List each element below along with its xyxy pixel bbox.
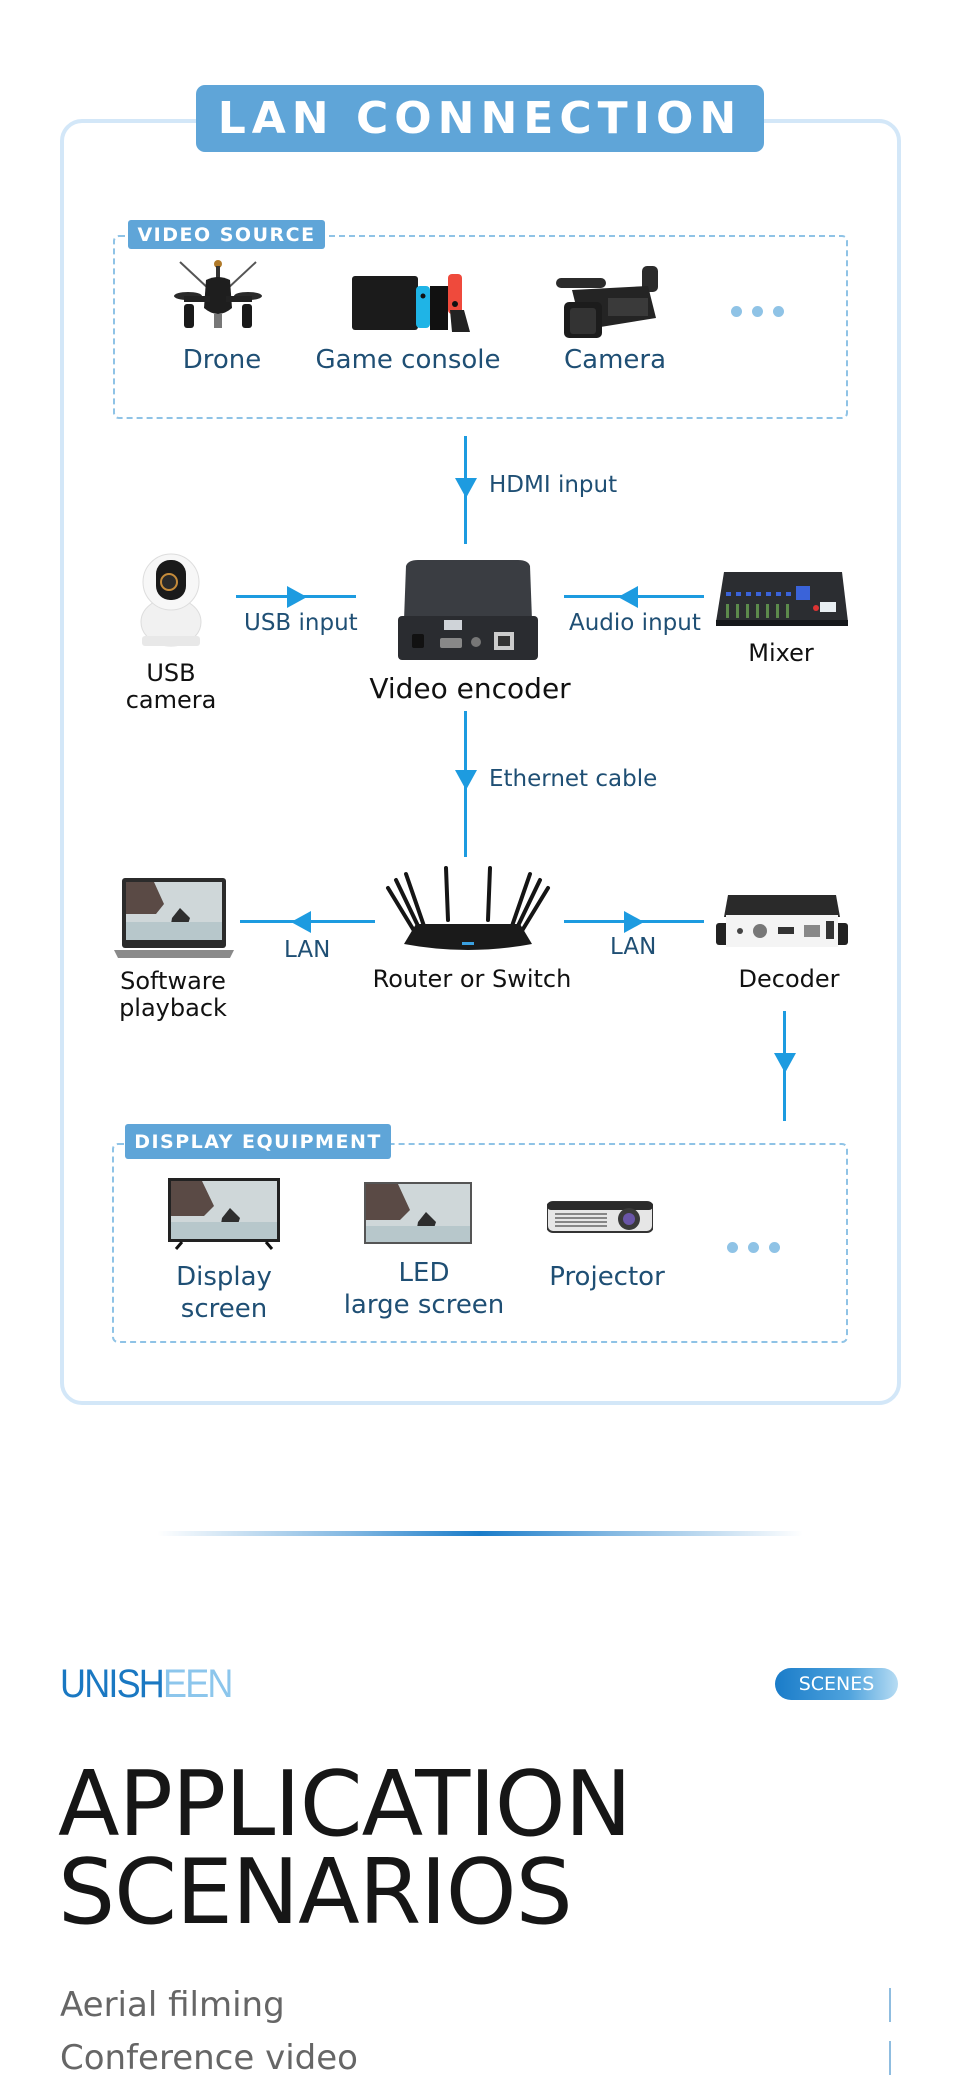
display-screen-label: Display screen [176, 1262, 272, 1325]
scenario-divider-bar [889, 1988, 891, 2022]
software-playback-label-line1: Software [120, 967, 226, 995]
usb-arrowhead-icon [287, 586, 307, 608]
software-playback-label-line2: playback [119, 993, 227, 1022]
software-playback-label: Software playback [119, 968, 227, 1022]
video-encoder-icon [398, 560, 538, 660]
hdmi-input-label: HDMI input [489, 472, 618, 498]
usb-camera-label: USB camera [126, 660, 217, 714]
display-equipment-group [112, 1143, 848, 1343]
video-source-group [113, 235, 848, 419]
router-icon [386, 866, 550, 950]
display-screen-label-line2: screen [180, 1293, 268, 1324]
ethernet-cable-label: Ethernet cable [489, 766, 658, 792]
led-screen-label: LED large screen [344, 1258, 505, 1321]
hdmi-arrowhead-icon [455, 478, 477, 498]
lan-right-label: LAN [610, 934, 657, 960]
display-screen-label-line1: Display [176, 1262, 272, 1292]
projector-label: Projector [549, 1262, 665, 1292]
lan-left-arrowhead-icon [291, 911, 311, 933]
led-screen-label-line2: large screen [343, 1289, 505, 1320]
more-dots-icon [731, 306, 784, 317]
drone-icon [174, 260, 262, 328]
video-source-label-game-console: Game console [315, 345, 501, 375]
laptop-icon [114, 878, 234, 958]
decoder-arrowhead-icon [774, 1053, 796, 1073]
video-encoder-label: Video encoder [369, 672, 571, 705]
projector-icon [547, 1201, 653, 1233]
usb-camera-label-line1: USB [146, 659, 196, 687]
camcorder-icon [556, 266, 658, 338]
logo-text-fade: EEN [163, 1662, 233, 1706]
section-divider [157, 1531, 803, 1536]
game-console-icon [352, 274, 470, 332]
video-source-label-camera: Camera [563, 345, 667, 375]
scenarios-title-line2: SCENARIOS [58, 1840, 573, 1945]
logo-text-main: UNISH [60, 1662, 165, 1706]
audio-mixer-icon [716, 572, 848, 626]
video-source-label-drone: Drone [182, 345, 262, 375]
lan-right-arrowhead-icon [624, 911, 644, 933]
scenario-divider-bar [889, 2041, 891, 2075]
usb-input-label: USB input [244, 610, 358, 636]
diagram-title-banner: LAN CONNECTION [196, 85, 764, 152]
decoder-label: Decoder [738, 965, 840, 993]
scenario-item[interactable]: Aerial filming [60, 1985, 285, 2025]
router-label: Router or Switch [372, 965, 572, 993]
display-equipment-tag: DISPLAY EQUIPMENT [125, 1124, 391, 1159]
video-source-tag: VIDEO SOURCE [128, 220, 325, 249]
audio-input-label: Audio input [569, 610, 701, 636]
ethernet-arrowhead-icon [455, 770, 477, 790]
audio-arrowhead-icon [618, 586, 638, 608]
mixer-label: Mixer [748, 639, 814, 667]
tv-icon [168, 1178, 280, 1250]
scenario-item[interactable]: Conference video [60, 2038, 358, 2078]
scenes-badge: SCENES [775, 1668, 898, 1700]
lan-left-label: LAN [284, 937, 331, 963]
more-dots-icon [727, 1242, 780, 1253]
led-screen-icon [364, 1182, 472, 1244]
led-screen-label-line1: LED [398, 1258, 450, 1288]
usb-camera-label-line2: camera [125, 685, 217, 714]
decoder-icon [716, 895, 848, 947]
unisheen-logo: UNISHEEN [60, 1662, 233, 1707]
usb-camera-icon [140, 553, 202, 647]
scenarios-title-line1: APPLICATION [58, 1752, 632, 1857]
